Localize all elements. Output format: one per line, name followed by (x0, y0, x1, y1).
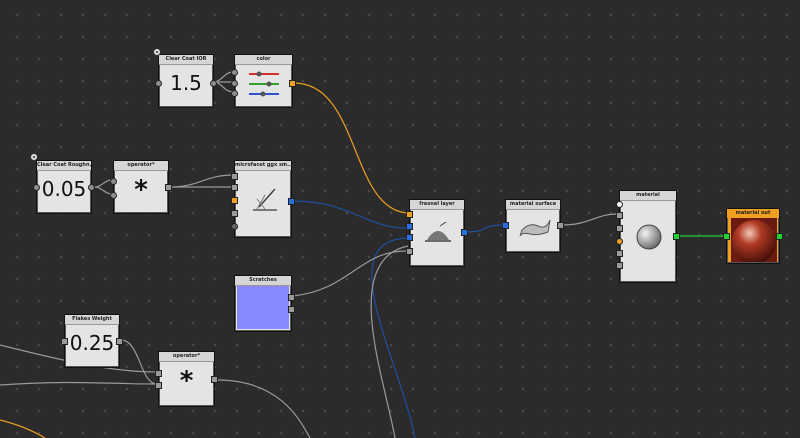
output-port[interactable] (289, 80, 296, 87)
input-port[interactable] (723, 233, 730, 240)
output-port[interactable] (116, 338, 123, 345)
output-port[interactable] (673, 233, 680, 240)
input-port[interactable] (33, 184, 40, 191)
material-ball-icon (731, 218, 777, 262)
node-title: material out (727, 209, 779, 218)
node-title: operator* (114, 161, 168, 171)
input-port-g[interactable] (231, 80, 238, 87)
wire-microfacet-to-fresnel[interactable] (293, 200, 409, 229)
node-value[interactable]: 1.5 (170, 71, 202, 95)
node-title: material surface (506, 200, 560, 210)
color-swatch (237, 286, 289, 329)
input-port-layer[interactable] (406, 234, 413, 241)
operator-node-1[interactable]: operator* * (110, 160, 172, 214)
microfacet-node[interactable]: microfacet ggx sm... (231, 160, 295, 238)
material-surface-node[interactable]: material surface (502, 199, 564, 253)
output-port[interactable] (776, 233, 783, 240)
input-port-4[interactable] (616, 238, 623, 245)
input-port-a[interactable] (110, 178, 117, 185)
node-value[interactable]: 0.05 (41, 177, 87, 201)
microfacet-icon (253, 188, 277, 211)
node-title: Clear Coat IOR (159, 55, 213, 65)
node-title: Scratches (235, 276, 291, 286)
input-port-5[interactable] (616, 250, 623, 257)
wire-fresnel-to-surface[interactable] (464, 224, 505, 233)
color-sliders-icon (249, 71, 279, 97)
input-port-color[interactable] (231, 197, 238, 204)
input-port[interactable] (502, 222, 509, 229)
output-port-2[interactable] (288, 306, 295, 313)
input-port-2[interactable] (231, 184, 238, 191)
wire-left-to-op2-b[interactable] (0, 381, 158, 386)
fresnel-layer-icon (425, 222, 451, 242)
node-title: color (235, 55, 292, 65)
input-port-r[interactable] (231, 69, 238, 76)
input-port-b[interactable] (155, 382, 162, 389)
wire-bottom-left-orange[interactable] (0, 419, 46, 438)
node-title: Flakes Weight (65, 315, 119, 325)
node-title: Clear Coat Roughn... (37, 161, 91, 171)
output-port-1[interactable] (288, 294, 295, 301)
operator-symbol: * (134, 175, 148, 205)
output-port[interactable] (211, 376, 218, 383)
fresnel-layer-node[interactable]: fresnel layer (406, 199, 468, 267)
flakes-weight-node[interactable]: Flakes Weight 0.25 (61, 314, 123, 368)
output-port[interactable] (461, 229, 468, 236)
output-port[interactable] (88, 184, 95, 191)
operator-symbol: * (179, 366, 194, 396)
input-port-weight[interactable] (406, 248, 413, 255)
node-title: fresnel layer (410, 200, 464, 210)
scratches-node[interactable]: Scratches (234, 275, 295, 332)
input-port-surface[interactable] (616, 201, 623, 208)
wire-scratches-to-fresnel[interactable] (292, 250, 409, 297)
output-port[interactable] (288, 198, 295, 205)
output-port[interactable] (165, 184, 172, 191)
wire-bottom-gray-to-fresnel[interactable] (370, 245, 409, 438)
input-port-coat[interactable] (406, 211, 413, 218)
wire-op1-to-microfacet[interactable] (168, 174, 234, 188)
input-port-base[interactable] (406, 223, 413, 230)
pin-icon[interactable] (153, 48, 161, 56)
sphere-icon (636, 224, 662, 250)
node-title: operator* (159, 352, 214, 362)
surface-sheet-icon (519, 219, 551, 237)
input-port-5[interactable] (231, 223, 238, 230)
node-title: material (620, 191, 676, 201)
input-port-a[interactable] (155, 370, 162, 377)
output-port[interactable] (210, 80, 217, 87)
input-port-b[interactable] (110, 192, 117, 199)
output-port[interactable] (557, 222, 564, 229)
wire-color-to-fresnel[interactable] (293, 82, 409, 214)
wire-surface-to-material[interactable] (561, 213, 619, 226)
node-value[interactable]: 0.25 (69, 331, 115, 355)
input-port-2[interactable] (616, 212, 623, 219)
input-port[interactable] (155, 80, 162, 87)
wire-flakes-to-op2[interactable] (120, 339, 158, 385)
wire-bottom-to-fresnel[interactable] (371, 237, 416, 438)
node-title: microfacet ggx sm... (235, 161, 291, 171)
color-node[interactable]: color (231, 54, 296, 108)
clear-coat-ior-node[interactable]: Clear Coat IOR 1.5 (155, 54, 217, 108)
input-port-1[interactable] (231, 173, 238, 180)
input-port-3[interactable] (616, 225, 623, 232)
material-node[interactable]: material (616, 190, 680, 283)
input-port-6[interactable] (616, 262, 623, 269)
input-port-b[interactable] (231, 90, 238, 97)
input-port[interactable] (61, 338, 68, 345)
material-out-node[interactable]: material out (723, 208, 783, 264)
operator-node-2[interactable]: operator* * (155, 351, 218, 407)
wire-op2-out[interactable] (216, 379, 311, 438)
input-port-4[interactable] (231, 210, 238, 217)
clear-coat-roughness-node[interactable]: Clear Coat Roughn... 0.05 (33, 160, 95, 214)
pin-icon[interactable] (30, 153, 38, 161)
